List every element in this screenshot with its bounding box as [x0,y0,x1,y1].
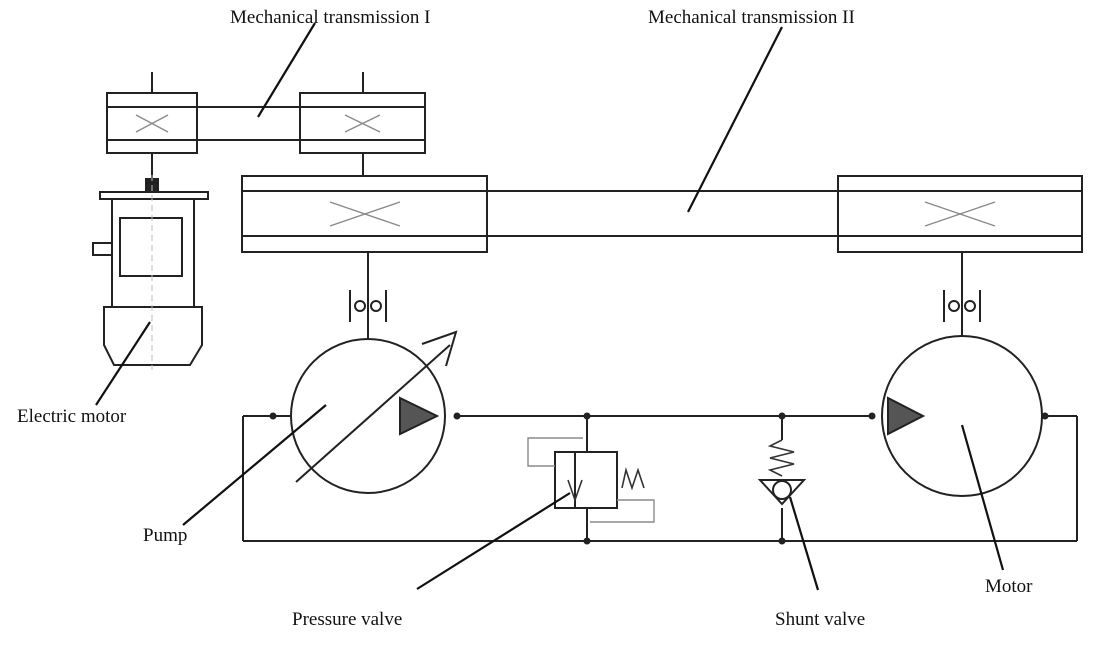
hydraulic-circuit [242,412,1078,545]
label-motor: Motor [985,576,1033,597]
shunt-valve-symbol [757,439,807,506]
label-mechanical-transmission-1: Mechanical transmission I [230,7,431,28]
pulley-2-x [329,201,996,227]
pulley-1-x [135,114,381,133]
pump-coupling [349,290,387,322]
label-electric-motor: Electric motor [17,406,127,427]
electric-motor [92,175,209,370]
label-mechanical-transmission-2: Mechanical transmission II [648,7,855,28]
mechanical-transmission-1 [106,72,426,178]
motor-symbol [881,335,1043,497]
pressure-valve-symbol [527,437,655,523]
pump-symbol [290,330,458,494]
motor-coupling [943,290,981,322]
leader-lines [95,22,1005,591]
label-pump: Pump [143,525,187,546]
label-pressure-valve: Pressure valve [292,609,402,630]
label-shunt-valve: Shunt valve [775,609,865,630]
mechanical-transmission-2 [241,175,1083,350]
